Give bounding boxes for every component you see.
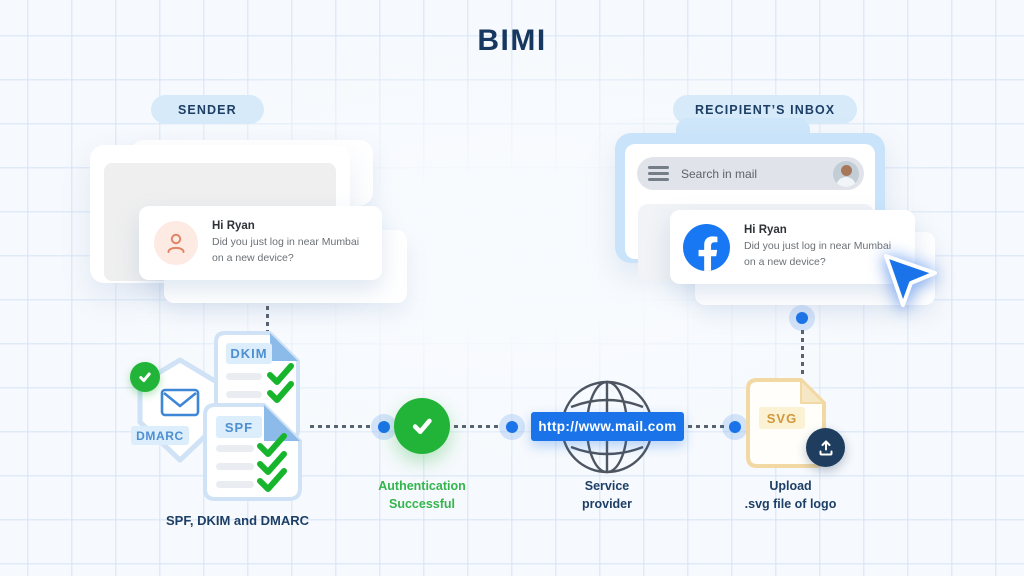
connector-auth-to-provider (454, 425, 502, 428)
search-input[interactable]: Search in mail (637, 157, 864, 190)
recipient-notification-message: Did you just log in near Mumbai on a new… (744, 239, 892, 268)
upload-icon (819, 440, 832, 455)
recipient-notification-title: Hi Ryan (744, 223, 787, 236)
flow-node-dot (378, 421, 390, 433)
check-icon (267, 381, 294, 403)
menu-icon[interactable] (648, 162, 669, 184)
connector-inbox-to-upload (801, 330, 804, 377)
authentication-success-icon (394, 398, 450, 454)
check-icon (257, 451, 287, 475)
connector-sender-to-auth (266, 306, 269, 333)
search-placeholder: Search in mail (681, 166, 758, 181)
check-icon (267, 363, 294, 385)
recipient-notification-card: Hi Ryan Did you just log in near Mumbai … (670, 210, 915, 284)
flow-node-dot (506, 421, 518, 433)
svg-file-badge: SVG (767, 411, 797, 426)
connector-provider-to-upload (688, 425, 726, 428)
check-icon (257, 433, 287, 457)
upload-caption: Upload .svg file of logo (744, 479, 837, 512)
envelope-icon (160, 388, 200, 417)
profile-avatar[interactable] (833, 160, 859, 187)
facebook-logo-icon (683, 223, 730, 271)
dmarc-label: DMARC (131, 426, 189, 445)
cursor-arrow-icon (884, 254, 937, 307)
spf-document-icon: SPF (203, 403, 302, 501)
check-icon (257, 468, 287, 492)
person-icon (154, 221, 198, 265)
sender-notification-card: Hi Ryan Did you just log in near Mumbai … (139, 206, 382, 280)
flow-node-dot (729, 421, 741, 433)
service-provider-label: Service provider (581, 479, 632, 512)
sender-badge: SENDER (151, 95, 264, 124)
authentication-status-label: Authentication Successful (378, 479, 466, 512)
connector-docs-to-auth (310, 425, 372, 428)
svg-file-icon: SVG (746, 378, 826, 468)
sender-notification-title: Hi Ryan (212, 219, 255, 232)
upload-button[interactable] (806, 428, 845, 467)
spf-label: SPF (225, 420, 253, 435)
auth-methods-caption: SPF, DKIM and DMARC (166, 513, 309, 528)
dkim-label: DKIM (230, 346, 267, 361)
page-title: BIMI (477, 24, 547, 57)
flow-node-dot (796, 312, 808, 324)
verified-badge-icon (130, 362, 160, 392)
mail-url-banner: http://www.mail.com (531, 412, 684, 441)
sender-notification-message: Did you just log in near Mumbai on a new… (212, 235, 360, 264)
